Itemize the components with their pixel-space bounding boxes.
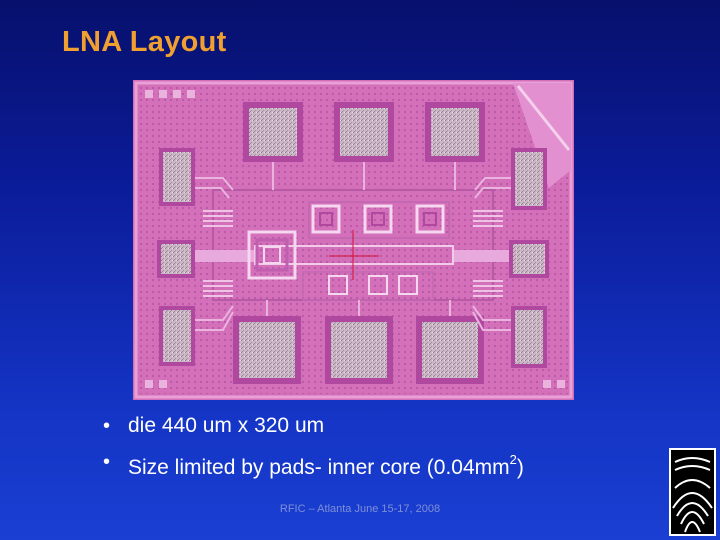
chip-die-micrograph [133, 80, 574, 400]
bullet-item: • Size limited by pads- inner core (0.04… [103, 444, 524, 480]
bullet-text: Size limited by pads- inner core (0.04mm [128, 456, 510, 479]
superscript: 2 [509, 452, 517, 467]
bullet-text-end: ) [516, 456, 524, 479]
bullet-icon: • [103, 451, 111, 473]
bullet-icon: • [103, 415, 111, 437]
university-logo-icon [669, 448, 716, 536]
bullet-list: • die 440 um x 320 um • Size limited by … [103, 408, 524, 480]
bullet-text: die 440 um x 320 um [128, 414, 325, 437]
bullet-item: • die 440 um x 320 um [103, 408, 524, 444]
slide-title: LNA Layout [62, 26, 227, 58]
slide-footer: RFIC – Atlanta June 15-17, 2008 [279, 503, 441, 515]
